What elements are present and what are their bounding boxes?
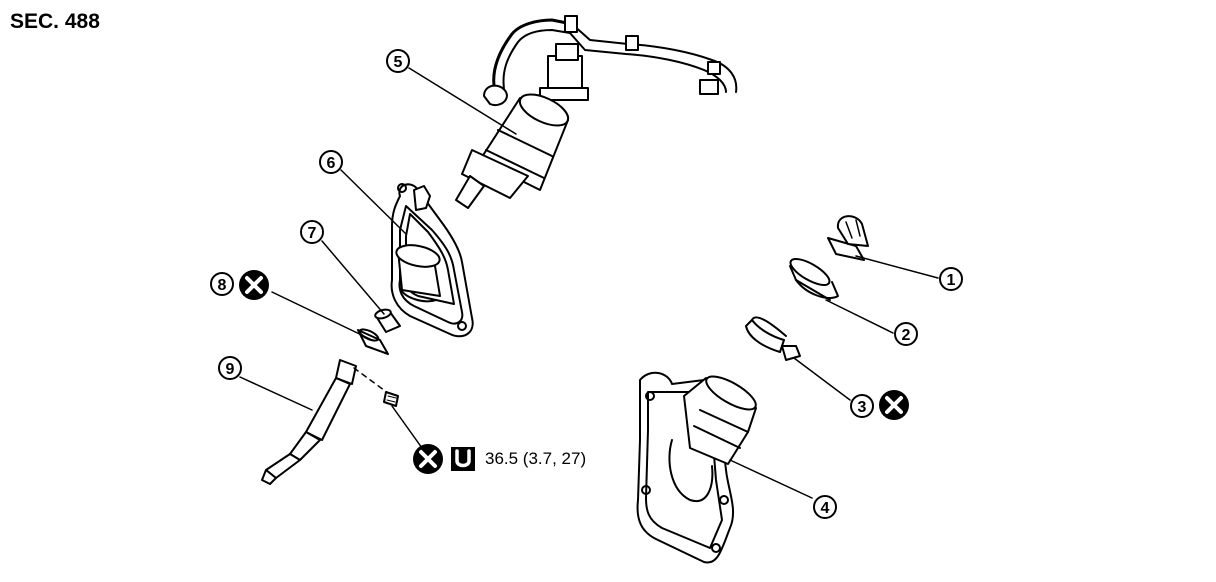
svg-text:9: 9 — [226, 361, 235, 378]
callout-7: 7 — [300, 220, 324, 244]
non-reusable-part-icon — [239, 270, 269, 300]
svg-text:5: 5 — [394, 54, 403, 71]
part-7-sleeve — [374, 308, 401, 333]
callout-3: 3 — [850, 394, 874, 418]
part-3-clamp — [745, 316, 801, 361]
leader-lines — [239, 67, 939, 499]
svg-text:8: 8 — [218, 277, 227, 294]
part-4-housing — [636, 371, 757, 564]
callout-4: 4 — [813, 495, 837, 519]
callout-8: 8 — [210, 272, 234, 296]
torque-wrench-icon — [451, 447, 475, 471]
part-8-seal-ring — [357, 328, 389, 355]
non-reusable-part-icon — [413, 444, 443, 474]
callout-5: 5 — [386, 49, 410, 73]
svg-text:4: 4 — [821, 500, 830, 517]
callout-1: 1 — [939, 267, 963, 291]
callout-9: 9 — [218, 356, 242, 380]
svg-text:3: 3 — [858, 399, 867, 416]
callout-2: 2 — [894, 322, 918, 346]
bolt — [383, 391, 399, 407]
svg-text:7: 7 — [308, 225, 317, 242]
non-reusable-part-icon — [879, 390, 909, 420]
torque-spec: 36.5 (3.7, 27) — [485, 449, 587, 468]
part-9-shaft — [261, 359, 393, 485]
svg-text:6: 6 — [327, 155, 336, 172]
svg-text:2: 2 — [902, 327, 911, 344]
callout-6: 6 — [319, 150, 343, 174]
part-2-cap — [789, 258, 839, 301]
part-5-motor-assembly — [455, 15, 738, 209]
svg-text:1: 1 — [947, 272, 956, 289]
section-label: SEC. 488 — [10, 10, 100, 33]
part-6-cover-gasket — [390, 183, 474, 338]
part-1-clip — [827, 215, 869, 261]
